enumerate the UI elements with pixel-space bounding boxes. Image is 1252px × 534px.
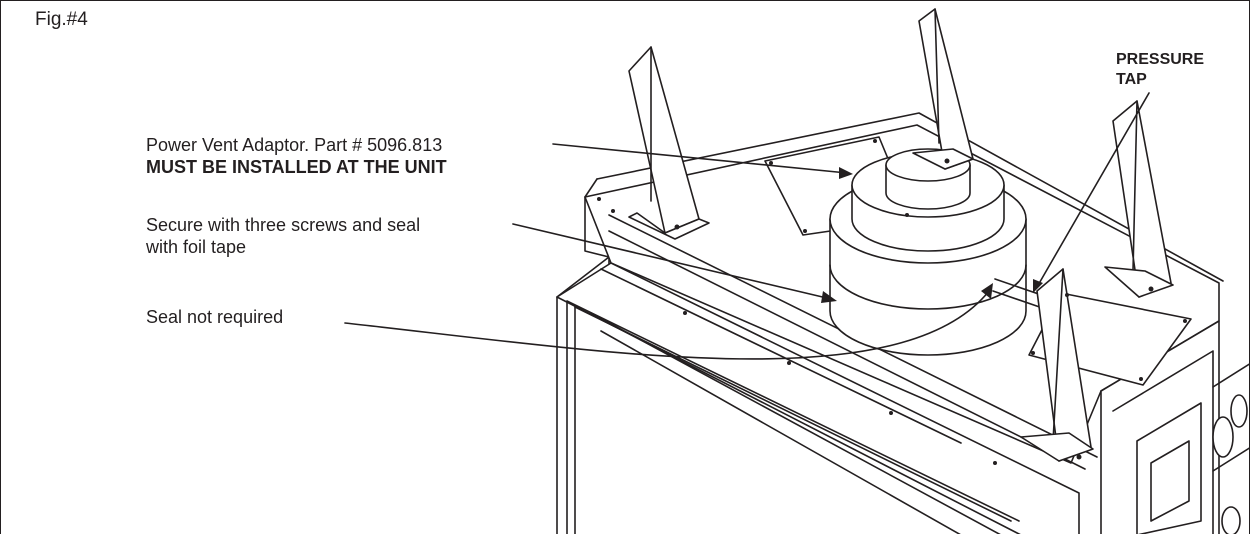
front-header-panel [556,262,1080,534]
callout-power-vent-adaptor: Power Vent Adaptor. Part # 5096.813 MUST… [146,134,447,178]
callout-secure-text-2: with foil tape [146,237,247,257]
leader-seal [344,290,990,360]
leader-adaptor [552,143,848,174]
standoff-bracket-1 [628,46,710,240]
callout-adaptor-warning: MUST BE INSTALLED AT THE UNIT [146,157,447,177]
callout-secure-text-1: Secure with three screws and seal [146,215,421,235]
power-vent-adaptor [829,148,1027,356]
standoff-bracket-2 [912,8,974,170]
callout-adaptor-text: Power Vent Adaptor. Part # 5096.813 [146,135,443,155]
callout-secure-screws: Secure with three screws and seal with f… [146,214,420,258]
callout-pressure-text-2: TAP [1116,71,1147,88]
standoff-bracket-4 [1020,268,1094,462]
leader-arrowheads [821,167,1043,303]
screw-holes [597,139,1187,465]
leader-secure [512,223,832,300]
standoff-bracket-3 [1104,100,1174,298]
callout-pressure-tap: PRESSURE TAP [1116,50,1204,90]
callout-pressure-text-1: PRESSURE [1116,51,1205,68]
callout-seal-not-required: Seal not required [146,307,284,327]
leader-lines [344,92,1150,360]
figure-label: Fig.#4 [35,9,88,30]
leader-pressure-tap [1036,92,1150,288]
cabinet-front-column [556,196,610,534]
